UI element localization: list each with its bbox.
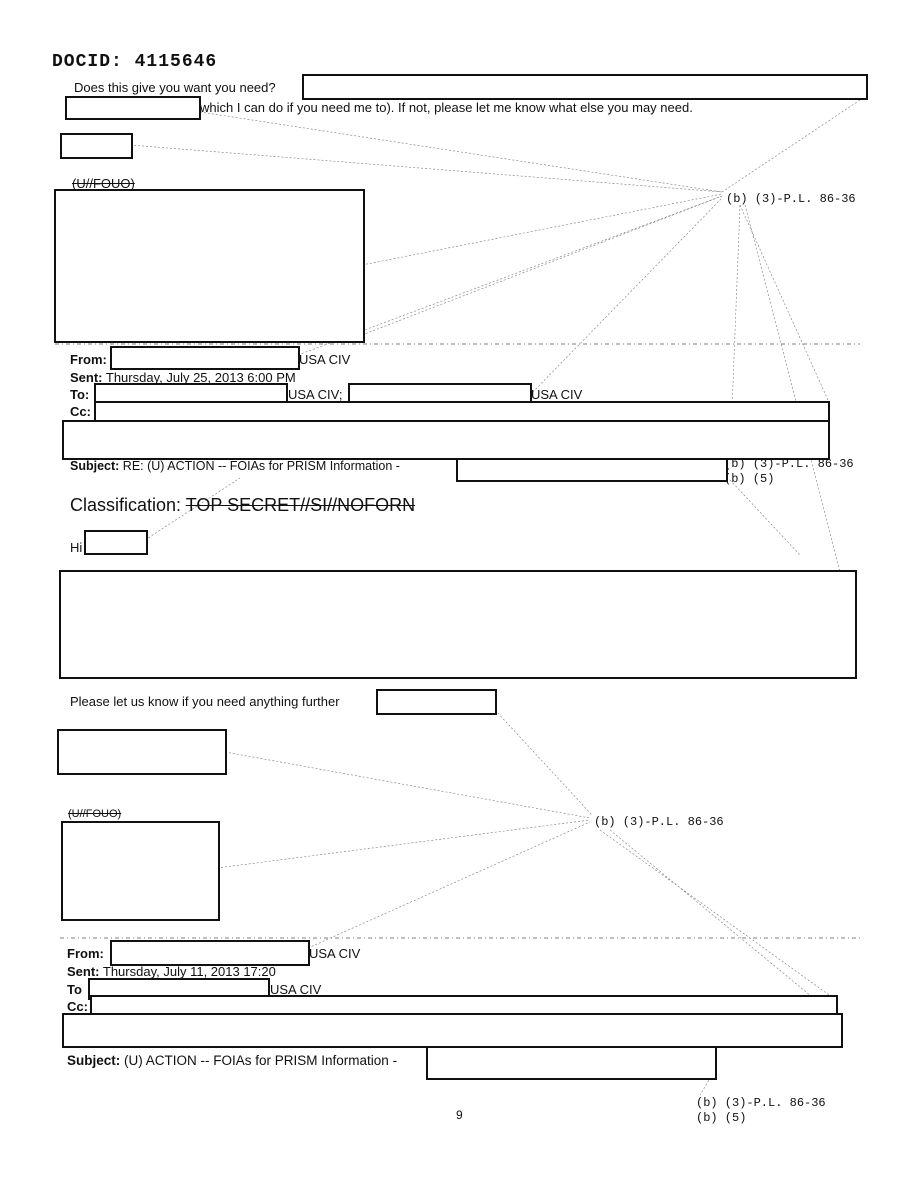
- sent-field: Sent: Thursday, July 25, 2013 6:00 PM: [70, 370, 296, 385]
- from-suffix: USA CIV: [309, 946, 361, 961]
- from-field: From:: [67, 946, 104, 961]
- exemption-label: (b) (5): [696, 1111, 747, 1125]
- fouo-marking: (U//FOUO): [68, 808, 122, 820]
- to-label: To:: [70, 387, 90, 402]
- redaction-box: [456, 458, 728, 482]
- to-suffix: USA CIV;: [288, 387, 343, 402]
- from-label: From:: [67, 946, 104, 961]
- question-text: Does this give you want you need?: [74, 80, 276, 95]
- sent-field: Sent: Thursday, July 11, 2013 17:20: [67, 964, 276, 979]
- classification-line: Classification: TOP SECRET//SI//NOFORN: [70, 494, 415, 516]
- redaction-box: [426, 1046, 717, 1080]
- cc-label: Cc:: [67, 999, 88, 1014]
- subject-value: RE: (U) ACTION -- FOIAs for PRISM Inform…: [122, 459, 400, 473]
- exemption-label: (b) (3)-P.L. 86-36: [594, 815, 724, 829]
- greeting-text: Hi: [70, 540, 83, 555]
- redaction-box: [61, 821, 220, 921]
- cc-field: Cc:: [70, 404, 91, 419]
- sent-value: Thursday, July 25, 2013 6:00 PM: [105, 370, 296, 385]
- sent-label: Sent:: [70, 370, 103, 385]
- redaction-box: [54, 189, 365, 343]
- redaction-box: [62, 420, 830, 460]
- subject-field: Subject: RE: (U) ACTION -- FOIAs for PRI…: [70, 459, 400, 474]
- redaction-box: [376, 689, 497, 715]
- document-id: DOCID: 4115646: [52, 52, 218, 72]
- subject-label: Subject:: [67, 1053, 121, 1068]
- to-field: To: [67, 982, 82, 997]
- redaction-box: [65, 96, 201, 120]
- exemption-label: (b) (5): [724, 472, 775, 486]
- fouo-marking: (U//FOUO): [72, 176, 135, 191]
- from-label: From:: [70, 352, 107, 367]
- to-field: To:: [70, 387, 89, 402]
- sent-value: Thursday, July 11, 2013 17:20: [102, 964, 276, 979]
- redaction-box: [62, 1013, 843, 1048]
- sent-label: Sent:: [67, 964, 100, 979]
- followup-text: which I can do if you need me to). If no…: [200, 100, 693, 115]
- to-suffix: USA CIV: [531, 387, 583, 402]
- cc-field: Cc:: [67, 999, 88, 1014]
- exemption-label: (b) (3)-P.L. 86-36: [696, 1096, 826, 1110]
- redaction-box: [302, 74, 868, 100]
- exemption-label: (b) (3)-P.L. 86-36: [724, 457, 854, 471]
- page-number: 9: [456, 1108, 463, 1122]
- closing-text: Please let us know if you need anything …: [70, 694, 340, 709]
- cc-label: Cc:: [70, 404, 91, 419]
- from-suffix: USA CIV: [299, 352, 351, 367]
- from-field: From:: [70, 352, 107, 367]
- redaction-box: [110, 940, 310, 966]
- to-label: To: [67, 982, 82, 997]
- subject-label: Subject:: [70, 459, 120, 473]
- redaction-box: [84, 530, 148, 555]
- redaction-box: [59, 570, 857, 679]
- redaction-box: [110, 346, 300, 370]
- redaction-box: [60, 133, 133, 159]
- subject-field: Subject: (U) ACTION -- FOIAs for PRISM I…: [67, 1053, 397, 1068]
- classification-value: TOP SECRET//SI//NOFORN: [185, 495, 416, 515]
- exemption-label: (b) (3)-P.L. 86-36: [726, 192, 856, 206]
- classification-label: Classification:: [70, 495, 182, 515]
- subject-value: (U) ACTION -- FOIAs for PRISM Informatio…: [124, 1053, 398, 1068]
- to-suffix: USA CIV: [270, 982, 322, 997]
- redaction-box: [57, 729, 227, 775]
